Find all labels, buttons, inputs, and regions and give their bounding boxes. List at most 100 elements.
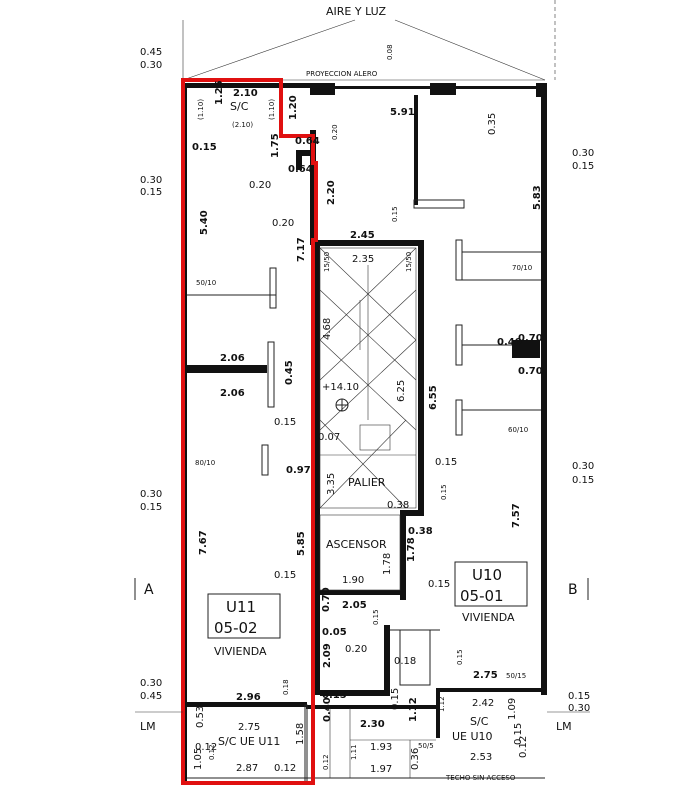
dim-012e: 0.12 xyxy=(518,736,529,758)
unit-u11-number: 05-02 xyxy=(214,619,258,637)
bottom-walls xyxy=(187,702,545,784)
dim-296: 2.96 xyxy=(236,692,261,703)
dim-109: 1.09 xyxy=(507,698,518,720)
dim-205: 2.05 xyxy=(342,600,367,611)
dim-110a: (1.10) xyxy=(197,99,205,120)
dim-020a: 0.20 xyxy=(331,124,339,140)
dim-015d: 0.15 xyxy=(435,457,457,468)
dim-112b: 1.12 xyxy=(438,696,446,712)
core-walls xyxy=(296,95,546,738)
dim-178a: 1.78 xyxy=(382,553,393,575)
right-dim-015-bot: 0.15 xyxy=(568,691,590,702)
dim-206b: 2.06 xyxy=(220,388,245,399)
dim-8010: 80/10 xyxy=(195,459,215,467)
dim-197: 1.97 xyxy=(370,764,392,775)
unit-u10-type: VIVIENDA xyxy=(462,611,515,624)
right-dim-015-mid: 0.15 xyxy=(572,475,594,486)
section-a-label: A xyxy=(144,582,154,598)
dim-209: 2.09 xyxy=(322,643,333,668)
dim-206a: 2.06 xyxy=(220,353,245,364)
dim-018a: 0.18 xyxy=(394,656,416,667)
dim-275b: 2.75 xyxy=(238,722,260,733)
dim-230: 2.30 xyxy=(360,719,385,730)
unit-u11-type: VIVIENDA xyxy=(214,645,267,658)
elevator-box xyxy=(319,514,401,591)
dim-005: 0.05 xyxy=(322,627,347,638)
dim-035: 0.35 xyxy=(487,113,498,135)
section-a-marker: A xyxy=(134,578,154,600)
dim-120: 1.20 xyxy=(288,95,299,120)
dim-015k: 0.15 xyxy=(390,688,401,710)
dim-015e: 0.15 xyxy=(440,484,448,500)
left-dim-030-mid: 0.30 xyxy=(140,175,162,186)
dim-015l: 0.15 xyxy=(513,723,524,745)
dim-220: 2.20 xyxy=(326,180,337,205)
room-sc-ue-u10-b: UE U10 xyxy=(452,730,493,743)
dim-008: 0.08 xyxy=(386,44,394,60)
dim-112a: 1.12 xyxy=(408,697,419,722)
dim-158: 1.58 xyxy=(295,723,306,745)
dim-125: 1.25 xyxy=(214,80,225,105)
room-sc-ue-u10-a: S/C xyxy=(470,715,489,728)
aire-y-luz-label: AIRE Y LUZ xyxy=(326,5,387,18)
proyeccion-alero-label: PROYECCION ALERO xyxy=(306,70,378,78)
right-dim-030-bot: 0.30 xyxy=(568,703,590,714)
dim-5015: 50/15 xyxy=(506,672,526,680)
dim-040b: 0.40 xyxy=(322,697,333,722)
right-dim-015-top: 0.15 xyxy=(572,161,594,172)
left-dim-015-low: 0.15 xyxy=(140,502,162,513)
dim-064b: 0.64 xyxy=(288,164,313,175)
left-dim-030-top: 0.30 xyxy=(140,60,162,71)
left-dim-030-bot: 0.30 xyxy=(140,678,162,689)
unit-u10-code: U10 xyxy=(472,566,502,584)
partitions xyxy=(187,199,541,686)
dim-655: 6.55 xyxy=(428,385,439,410)
room-sc-ue-u11: S/C UE U11 xyxy=(218,735,280,748)
unit-u11-code: U11 xyxy=(226,598,256,616)
left-dim-015-mid: 0.15 xyxy=(140,187,162,198)
section-b-marker: B xyxy=(568,578,589,600)
room-techo: TECHO SIN ACCESO xyxy=(445,774,516,782)
dim-193: 1.93 xyxy=(370,742,392,753)
dim-111: 1.11 xyxy=(350,744,358,760)
dim-012a: 0.12 xyxy=(195,742,217,753)
dim-767: 7.67 xyxy=(198,530,209,555)
dim-210: 2.10 xyxy=(233,88,258,99)
dim-070c: 0.70 xyxy=(321,587,332,612)
dim-070b: 0.70 xyxy=(518,366,543,377)
dim-038a: 0.38 xyxy=(387,500,409,511)
dim-275a: 2.75 xyxy=(473,670,498,681)
level-label: +14.10 xyxy=(322,382,359,393)
dim-110b: (1.10) xyxy=(268,99,276,120)
dim-245: 2.45 xyxy=(350,230,375,241)
dim-178b: 1.78 xyxy=(406,537,417,562)
dim-583: 5.83 xyxy=(532,185,543,210)
dim-1550a: 15/50 xyxy=(323,252,331,272)
left-dim-045-top: 0.45 xyxy=(140,47,162,58)
dim-020d: 0.20 xyxy=(345,644,367,655)
unit-u10-box: U10 05-01 VIVIENDA xyxy=(454,561,528,624)
dim-287: 2.87 xyxy=(236,763,258,774)
dim-242: 2.42 xyxy=(472,698,494,709)
lm-left-label: LM xyxy=(140,720,156,733)
stair-hatch xyxy=(319,247,417,509)
dimension-labels: 2.10 1.25 (1.10) (1.10) (2.10) 1.20 0.20… xyxy=(192,80,543,775)
dim-012b: 0.12 xyxy=(208,744,216,760)
dim-045: 0.45 xyxy=(284,360,295,385)
dim-717: 7.17 xyxy=(296,237,307,262)
dim-015g: 0.15 xyxy=(428,579,450,590)
dim-015a: 0.15 xyxy=(192,142,217,153)
dim-015h: 0.15 xyxy=(372,609,380,625)
dim-015c: 0.15 xyxy=(274,417,296,428)
dim-591: 5.91 xyxy=(390,107,415,118)
dim-012c: 0.12 xyxy=(274,763,296,774)
dim-625: 6.25 xyxy=(396,380,407,402)
u11-outline xyxy=(181,78,318,785)
dim-335: 3.35 xyxy=(326,473,337,495)
dim-190: 1.90 xyxy=(342,575,364,586)
dim-020c: 0.20 xyxy=(272,218,294,229)
dim-235: 2.35 xyxy=(352,254,374,265)
unit-u10-number: 05-01 xyxy=(460,587,504,605)
right-dim-030-mid: 0.30 xyxy=(572,461,594,472)
